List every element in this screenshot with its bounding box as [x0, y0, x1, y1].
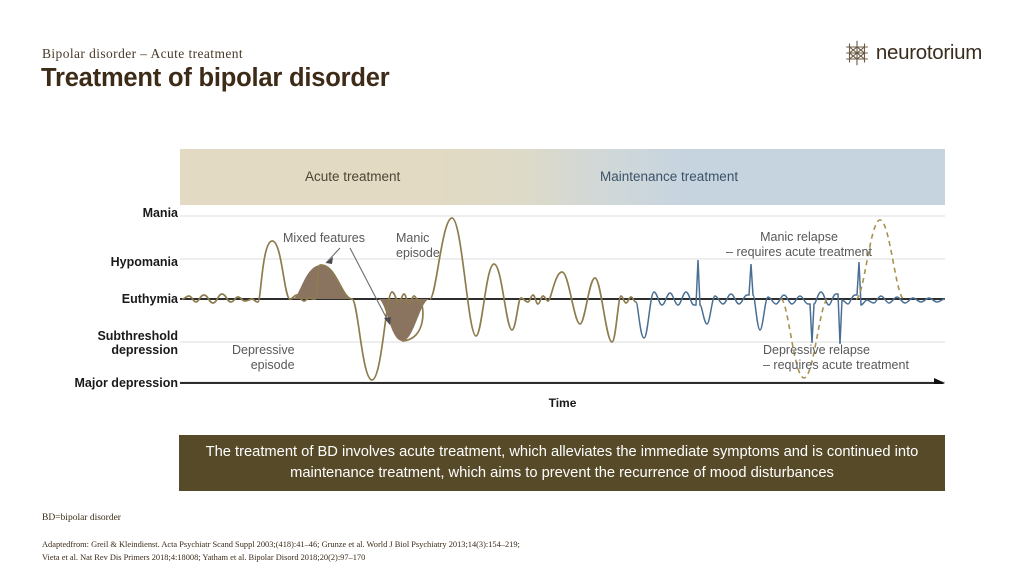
references-list: Adaptedfrom: Greil & Kleindienst. Acta P…	[42, 539, 520, 564]
summary-callout-box: The treatment of BD involves acute treat…	[179, 435, 945, 491]
neural-grid-icon	[846, 40, 868, 66]
x-axis-label: Time	[548, 396, 577, 410]
annotation-mixed-features: Mixed features	[283, 231, 365, 245]
x-axis-arrow	[180, 378, 945, 384]
annotation-manic-relapse: Manic relapse – requires acute treatment	[726, 230, 872, 259]
y-label-euthymia: Euthymia	[121, 292, 178, 306]
y-label-subthreshold-depression: Subthreshold depression	[97, 329, 178, 357]
maintenance-mood-waveform	[635, 259, 945, 345]
mixed-features-arrowhead-left	[326, 257, 333, 264]
reference-line: Adaptedfrom: Greil & Kleindienst. Acta P…	[42, 540, 520, 549]
y-axis-labels: Mania Hypomania Euthymia Subthreshold de…	[40, 207, 179, 390]
mixed-features-arrows	[325, 247, 390, 324]
mixed-features-elevated-region	[292, 264, 352, 299]
manic-relapse-curve	[855, 219, 905, 300]
annotation-depressive-relapse: Depressive relapse – requires acute trea…	[763, 343, 909, 372]
chart-gridlines	[180, 215, 945, 383]
slide-eyebrow: Bipolar disorder – Acute treatment	[42, 46, 244, 61]
brand-logo: neurotorium	[845, 40, 982, 66]
mixed-features-arrowhead-right	[384, 317, 391, 325]
mood-course-chart	[180, 212, 945, 384]
page-title: Treatment of bipolar disorder	[41, 64, 390, 92]
treatment-phase-banner: Acute treatment Maintenance treatment	[180, 149, 945, 205]
brand-name: neurotorium	[875, 41, 982, 64]
y-label-hypomania: Hypomania	[110, 255, 178, 269]
y-label-mania: Mania	[142, 206, 178, 220]
phase-label-maintenance: Maintenance treatment	[600, 169, 739, 184]
mixed-features-depressed-region	[378, 299, 430, 342]
depressive-relapse-curve	[780, 298, 829, 379]
y-label-major-depression: Major depression	[74, 376, 179, 390]
abbreviation-note: BD=bipolar disorder	[42, 513, 121, 523]
phase-label-acute: Acute treatment	[305, 169, 401, 184]
annotation-depressive-episode: Depressive episode	[232, 343, 295, 372]
annotation-manic-episode: Manic episode	[396, 231, 440, 260]
summary-callout-text: The treatment of BD involves acute treat…	[205, 444, 919, 481]
reference-line: Vieta et al. Nat Rev Dis Primers 2018;4:…	[42, 552, 366, 562]
acute-mood-waveform	[181, 217, 637, 381]
